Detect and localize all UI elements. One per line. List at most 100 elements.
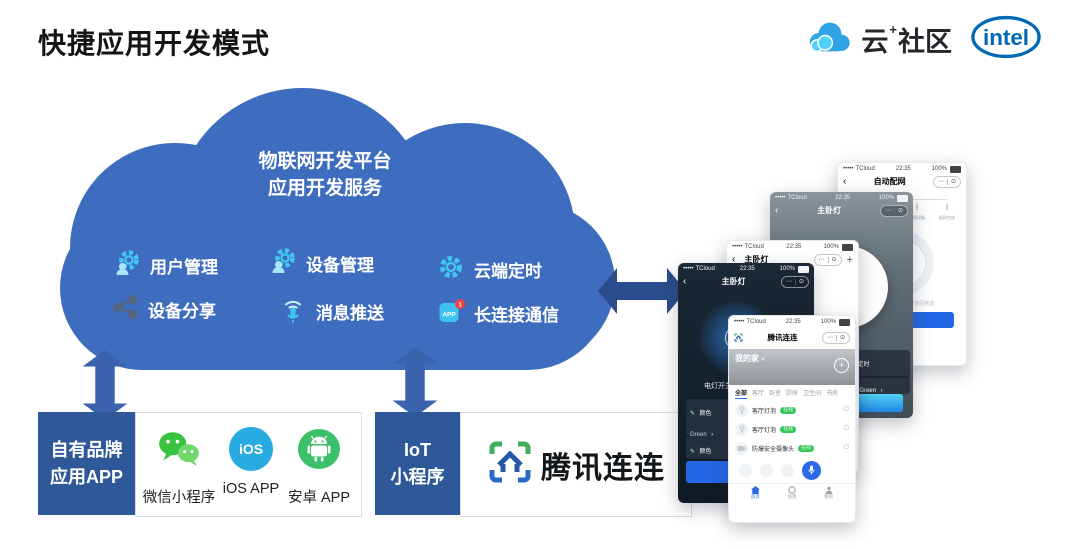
status-bar: ••••• TCloud 22:35 100% — [729, 316, 855, 327]
brand-bar: 云+社区 intel — [804, 14, 1042, 65]
step-label: 配网完成 — [938, 214, 956, 220]
app-label: 安卓 APP — [287, 490, 351, 506]
miniprogram-capsule: ⋯⊙ — [821, 331, 850, 344]
more-icon: ⋯ — [785, 278, 792, 285]
feature-cloud-timer: 云端定时 — [436, 252, 542, 287]
cloud-title: 物联网开发平台 应用开发服务 — [170, 148, 480, 202]
battery-icon — [897, 195, 908, 202]
broadcast-icon — [278, 294, 308, 329]
tile-label: 颜色 — [699, 449, 712, 455]
feature-label: 设备管理 — [306, 256, 374, 275]
device-gear-icon — [268, 246, 298, 281]
chevron-right-icon: › — [880, 388, 883, 394]
svg-text:1: 1 — [458, 302, 462, 309]
lianlian-house-icon — [487, 439, 533, 490]
quick-actions — [729, 458, 855, 483]
switch-label: 电灯开关 — [704, 383, 732, 390]
signal-icon: ••••• — [683, 266, 694, 273]
miniprogram-capsule: ⋯⊙ — [932, 175, 961, 188]
bottom-nav: 首页 场景 我的 — [729, 482, 855, 503]
page-title: 快捷应用开发模式 — [38, 28, 271, 59]
exit-icon: ⊙ — [831, 256, 837, 263]
device-name: 防爆安全摄像头 — [752, 446, 795, 453]
carrier-label: TCloud — [695, 266, 715, 273]
feature-label: 云端定时 — [474, 262, 542, 281]
feature-user-management: 用户管理 — [112, 248, 218, 283]
bulb-icon — [735, 403, 748, 417]
feature-long-connection: APP 1 长连接通信 — [436, 296, 559, 331]
online-badge: 在线 — [780, 406, 797, 414]
tab-bedroom: 卧室 — [769, 390, 782, 397]
pencil-icon: ✎ — [690, 411, 696, 417]
nav-home: 首页 — [751, 485, 760, 500]
nav-bar: ‹ 自动配网 ⋯⊙ — [838, 174, 966, 190]
wechat-icon — [156, 427, 202, 476]
cloud-logo-icon — [804, 17, 854, 62]
chevron-right-icon: › — [711, 432, 714, 438]
home-photo: 我的家 ˅ + — [729, 348, 855, 385]
power-icon: ⏻ — [843, 444, 849, 451]
back-icon: ‹ — [683, 275, 687, 287]
feature-label: 长连接通信 — [474, 306, 559, 325]
nav-me: 我的 — [824, 486, 833, 500]
cloud-title-line1: 物联网开发平台 — [258, 151, 392, 172]
device-row: 客厅灯泡 在线 ⏻ — [729, 401, 855, 420]
status-bar: ••••• TCloud 22:35 100% — [678, 263, 814, 274]
voice-mic-icon — [802, 460, 821, 480]
miniprogram-capsule: ⋯⊙ — [780, 275, 809, 288]
signal-icon: ••••• — [734, 319, 745, 326]
app-title: 腾讯连连 — [767, 333, 798, 342]
bulb-icon — [735, 422, 748, 436]
signal-icon: ••••• — [732, 244, 743, 251]
online-badge: 在线 — [798, 444, 815, 452]
screen-title: 主卧灯 — [721, 277, 746, 286]
tab-all: 全部 — [735, 388, 748, 399]
iot-box-line1: IoT — [404, 439, 431, 460]
signal-icon: ••••• — [775, 195, 786, 202]
clock-label: 22:35 — [739, 266, 755, 273]
battery-label: 100% — [823, 244, 839, 251]
status-bar: ••••• TCloud 22:35 100% — [727, 241, 858, 252]
svg-text:APP: APP — [442, 312, 456, 319]
nav-bar: ‹ 主卧灯 ⋯⊙ — [678, 274, 814, 290]
lianlian-mini-icon — [734, 329, 743, 347]
iot-platform-cloud — [55, 88, 615, 372]
ios-app: iOS iOS APP — [216, 427, 286, 497]
android-icon — [296, 427, 342, 476]
add-device-icon: + — [834, 357, 849, 373]
clock-label: 22:35 — [786, 244, 802, 251]
own-brand-line2: 应用APP — [49, 466, 123, 487]
clock-label: 22:35 — [895, 166, 911, 173]
nav-bar: ‹ 主卧灯 ⋯⊙ — [770, 203, 913, 219]
power-icon: ⏻ — [843, 406, 849, 413]
clock-label: 22:35 — [785, 319, 801, 326]
miniprogram-capsule: ⋯⊙ — [813, 253, 842, 266]
vertical-double-arrow-right — [392, 347, 438, 422]
miniprogram-capsule: ⋯⊙ — [879, 204, 908, 217]
status-bar: ••••• TCloud 22:35 100% — [770, 192, 913, 203]
back-icon: ‹ — [843, 175, 847, 187]
tab-bathroom: 卫生间 — [803, 390, 822, 397]
battery-label: 100% — [878, 195, 894, 202]
battery-label: 100% — [779, 266, 795, 273]
family-name: 我的家 ˅ — [735, 353, 765, 363]
clock-label: 22:35 — [835, 195, 851, 202]
feature-message-push: 消息推送 — [278, 294, 384, 329]
tile-label: 颜色 — [699, 411, 712, 417]
room-tabs: 全部 客厅 卧室 厨房 卫生间 书房 — [729, 385, 855, 401]
own-brand-line1: 自有品牌 — [50, 439, 123, 460]
cloud-title-line2: 应用开发服务 — [267, 178, 382, 199]
iot-mini-program-box: IoT 小程序 — [375, 412, 460, 515]
app-label: iOS APP — [222, 481, 280, 497]
screen-title: 主卧灯 — [817, 206, 842, 215]
feature-device-management: 设备管理 — [268, 246, 374, 281]
add-icon: + — [846, 253, 853, 266]
nav-scene: 场景 — [787, 485, 796, 500]
back-icon: ‹ — [732, 253, 736, 265]
step-dot — [946, 202, 948, 211]
feature-device-share: 设备分享 — [110, 292, 216, 327]
carrier-label: TCloud — [744, 244, 764, 251]
battery-label: 100% — [820, 319, 836, 326]
device-name: 客厅灯泡 — [752, 408, 777, 415]
iot-box-line2: 小程序 — [390, 466, 445, 487]
